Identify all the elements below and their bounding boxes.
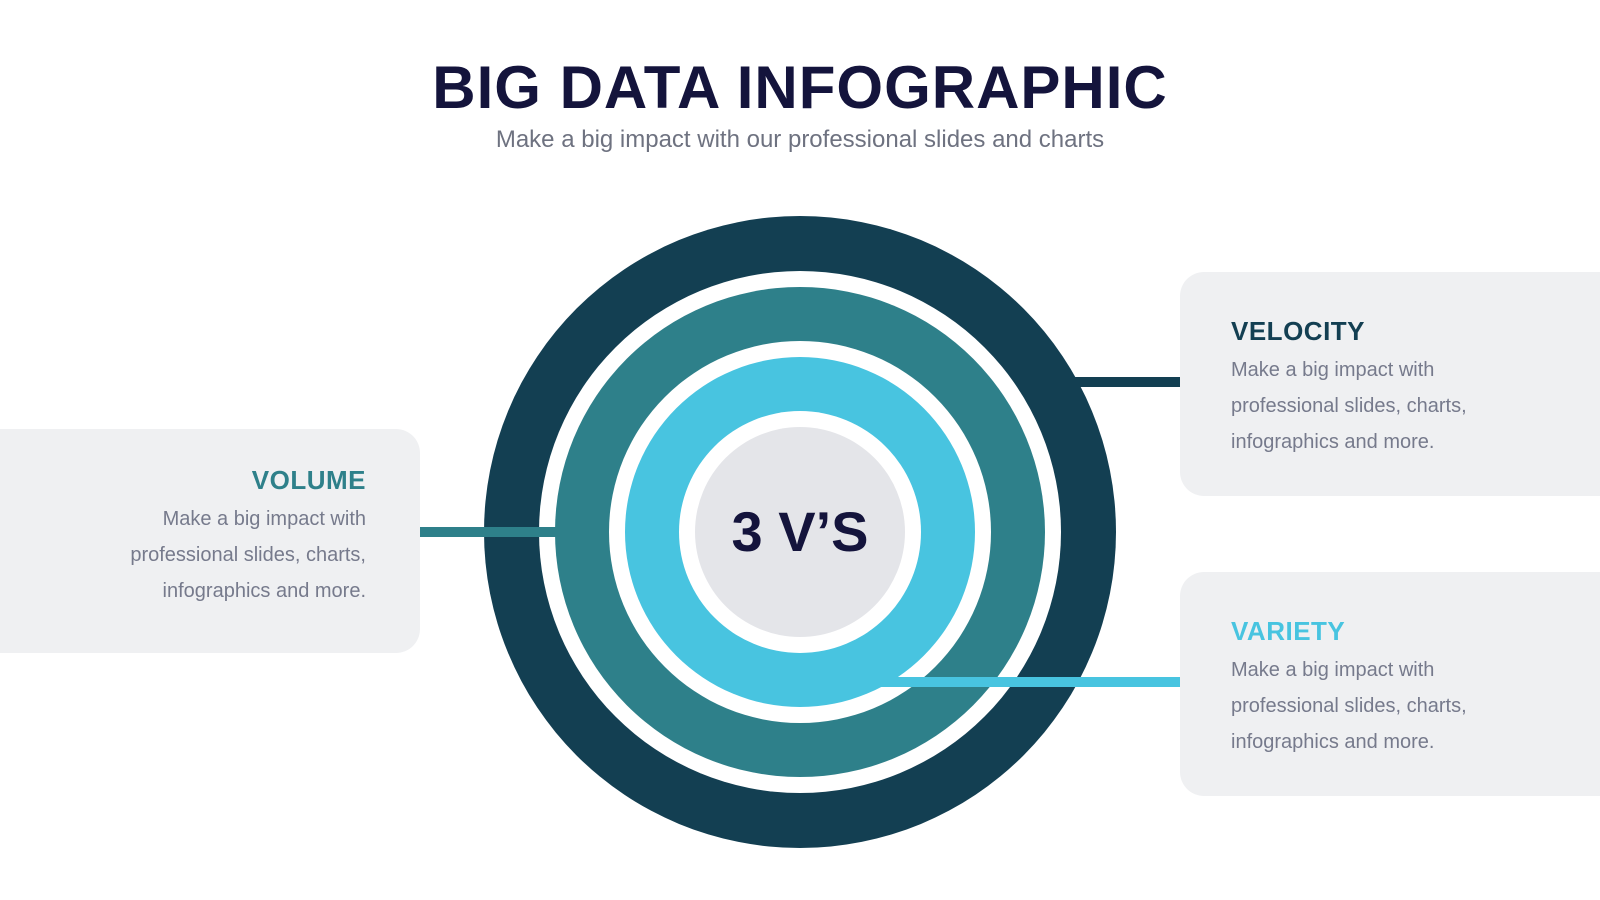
volume-card: VOLUME Make a big impact with profession…	[0, 429, 420, 653]
page-subtitle: Make a big impact with our professional …	[495, 126, 1105, 153]
volume-description-line: infographics and more.	[162, 580, 366, 602]
volume-description-line: Make a big impact with	[162, 508, 366, 530]
volume-connector	[420, 527, 556, 537]
variety-card: VARIETY Make a big impact with professio…	[1180, 572, 1600, 796]
page-title: BIG DATA INFOGRAPHIC	[432, 54, 1168, 121]
velocity-description-line: professional slides, charts,	[1231, 395, 1467, 417]
velocity-description-line: Make a big impact with	[1231, 359, 1435, 381]
variety-description-line: Make a big impact with	[1231, 659, 1435, 681]
variety-description-line: infographics and more.	[1231, 731, 1435, 753]
volume-description-line: professional slides, charts,	[130, 544, 366, 566]
velocity-title: VELOCITY	[1231, 316, 1366, 346]
velocity-connector	[1072, 377, 1180, 387]
velocity-description: Make a big impact with professional slid…	[1231, 352, 1560, 460]
variety-connector	[872, 677, 1180, 687]
velocity-card: VELOCITY Make a big impact with professi…	[1180, 272, 1600, 496]
variety-description-line: professional slides, charts,	[1231, 695, 1467, 717]
variety-title: VARIETY	[1231, 616, 1346, 646]
core-circle	[695, 427, 905, 637]
center-label: 3 V’S	[731, 500, 869, 563]
volume-description: Make a big impact with professional slid…	[60, 501, 366, 609]
variety-description: Make a big impact with professional slid…	[1231, 652, 1560, 760]
volume-title: VOLUME	[251, 465, 366, 495]
velocity-description-line: infographics and more.	[1231, 431, 1435, 453]
